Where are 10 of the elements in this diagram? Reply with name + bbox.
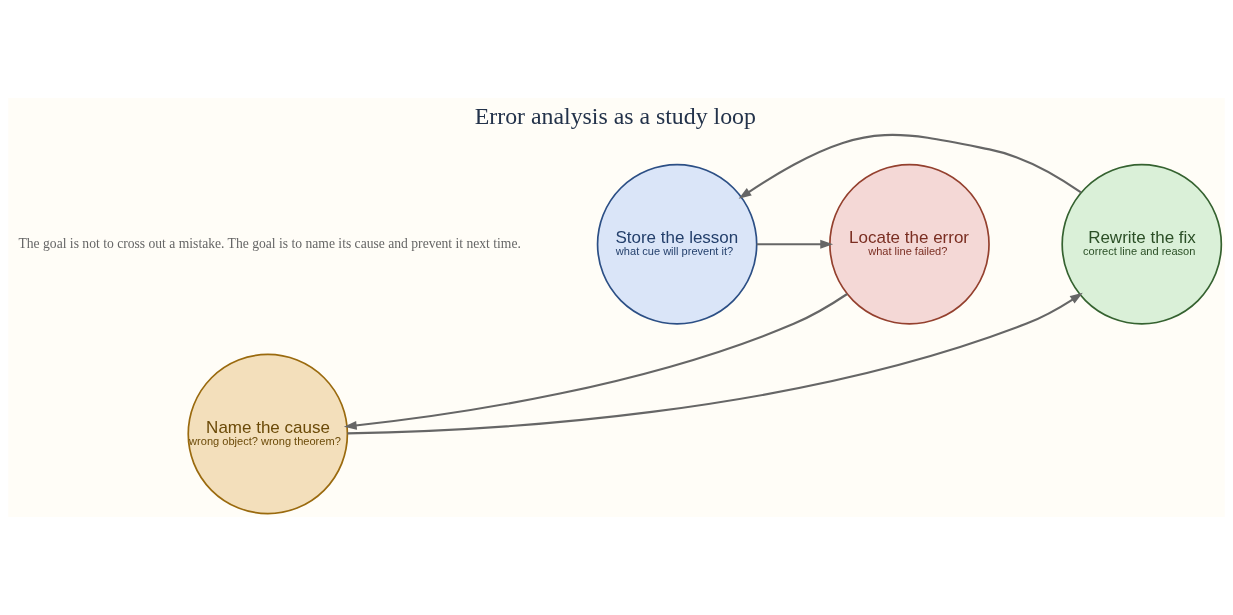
diagram-title: Error analysis as a study loop [474, 102, 756, 129]
node-circle: Rewrite the fix correct line and reason [1061, 163, 1223, 325]
label: The goal is not to cross out a mistake. The goal is to name its cause and prevent it next time. [18, 235, 521, 251]
node-circle: Store the lesson what cue will prevent it? [596, 163, 758, 325]
node-circle: Locate the error what line failed? [829, 163, 990, 325]
arrow [756, 239, 834, 249]
arrow [738, 133, 1082, 199]
node-circle: Name the cause wrong object? wrong theorem? [187, 353, 349, 515]
arrow [347, 292, 1083, 435]
arrow [343, 293, 848, 430]
